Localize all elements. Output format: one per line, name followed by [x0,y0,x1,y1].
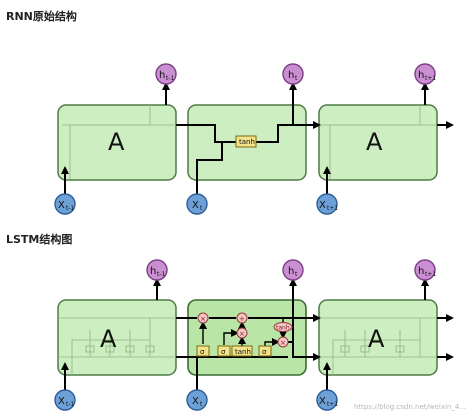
rnn-h-prev-sub: t-1 [166,75,175,82]
lstm-h-prev-sub: t-1 [157,271,166,278]
lstm-cell-left-label: A [100,325,117,353]
lstm-output-multiply [277,336,289,348]
rnn-cell-right [318,104,438,181]
lstm-section-title: LSTM结构图 [6,233,73,246]
rnn-x-prev-label: X [58,200,65,211]
rnn-x-next-sub: t+1 [327,205,338,212]
rnn-h-prev-label: h [159,70,165,81]
rnn-diagram: A A tanh X t-1 X t X t+1 [54,63,454,215]
rnn-x-prev-sub: t-1 [66,205,75,212]
rnn-x-prev-node [54,193,76,215]
lstm-diagram: A A [54,259,454,411]
lstm-x-next-node [316,389,338,411]
lstm-output-sigma-layer [258,345,272,357]
lstm-cell-right-ghost [319,317,437,375]
lstm-output-sigma-label: σ [262,348,267,356]
lstm-output-multiply-label: × [280,339,286,347]
rnn-h-next-node [414,63,436,85]
lstm-tanh-layer [231,345,253,357]
rnn-h-curr-sub: t [295,75,298,82]
rnn-tanh-layer [235,135,257,148]
lstm-cell-left-ghost [58,317,176,375]
rnn-x-curr-label: X [192,200,199,211]
lstm-cell-right [318,299,438,376]
lstm-forget-multiply-label: × [200,315,206,323]
lstm-x-next-label: X [319,396,326,407]
lstm-input-sigma-layer [217,345,231,357]
lstm-h-prev-label: h [150,266,156,277]
lstm-output-tanh [273,322,293,332]
lstm-h-curr-label: h [288,266,294,277]
lstm-h-next-sub: t+1 [425,271,436,278]
lstm-input-multiply-label: × [239,330,245,338]
rnn-x-curr-node [186,193,208,215]
rnn-cell-left-label: A [108,128,125,156]
rnn-h-next-label: h [418,70,424,81]
rnn-tanh-label: tanh [239,138,255,146]
lstm-h-next-node [414,259,436,281]
lstm-forget-multiply [197,312,209,324]
lstm-tanh-label: tanh [235,348,251,356]
rnn-cell-right-ghost [319,105,437,180]
lstm-cell-middle [187,299,307,376]
lstm-h-curr-sub: t [295,271,298,278]
lstm-h-next-label: h [418,266,424,277]
lstm-x-curr-sub: t [200,401,203,408]
lstm-add-op [236,312,248,324]
lstm-h-curr-node [282,259,304,281]
rnn-section-title: RNN原始结构 [6,10,77,23]
lstm-cell-right-label: A [368,325,385,353]
lstm-h-prev-node [146,259,168,281]
rnn-h-curr-label: h [288,70,294,81]
rnn-x-next-node [316,193,338,215]
rnn-x-curr-sub: t [200,205,203,212]
lstm-add-op-label: + [239,315,245,323]
rnn-cell-left [57,104,177,181]
rnn-cell-left-ghost [62,105,176,180]
lstm-x-curr-node [186,389,208,411]
lstm-forget-sigma-layer [196,345,210,357]
rnn-h-prev-node [155,63,177,85]
lstm-cell-left [57,299,177,376]
rnn-h-curr-node [282,63,304,85]
rnn-cell-right-label: A [366,128,383,156]
lstm-x-curr-label: X [192,396,199,407]
lstm-x-prev-sub: t-1 [66,401,75,408]
lstm-x-prev-label: X [58,396,65,407]
lstm-input-sigma-label: σ [221,348,226,356]
lstm-x-prev-node [54,389,76,411]
rnn-x-next-label: X [319,200,326,211]
source-watermark: https://blog.csdn.net/weixin_4... [353,403,466,411]
rnn-h-next-sub: t+1 [425,75,436,82]
lstm-x-next-sub: t+1 [327,401,338,408]
lstm-output-tanh-label: tanh [276,325,290,332]
lstm-forget-sigma-label: σ [200,348,205,356]
lstm-input-multiply [236,327,248,339]
